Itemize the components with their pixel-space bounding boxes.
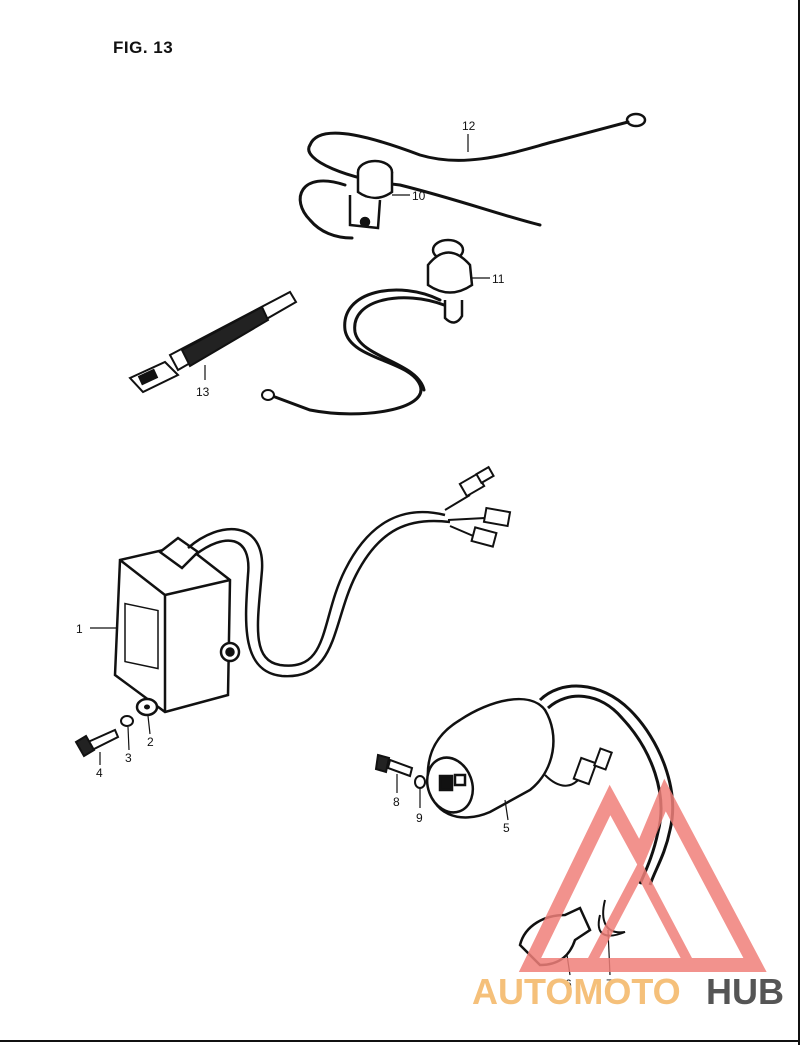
ring-terminal-11 — [261, 389, 275, 401]
watermark-text-automoto: AUTOMOTO — [472, 971, 681, 1012]
spring-clip-7 — [597, 899, 626, 937]
watermark-text-hub: HUB — [706, 971, 784, 1012]
frame-bottom-border — [0, 1040, 800, 1042]
wire-11 — [273, 288, 446, 416]
callout-10: 10 — [412, 189, 426, 203]
leader-3 — [127, 726, 130, 751]
callout-13: 13 — [196, 385, 210, 399]
callout-7: 7 — [606, 977, 613, 991]
cable-1 — [187, 510, 451, 678]
figure-title: FIG. 13 — [113, 38, 174, 57]
callout-1: 1 — [76, 622, 83, 636]
callout-9: 9 — [416, 811, 423, 825]
ring-terminal-12 — [625, 112, 647, 128]
callout-11: 11 — [492, 272, 505, 286]
callout-5: 5 — [503, 821, 510, 835]
control-unit-1 — [113, 536, 241, 714]
coil-wires-5 — [544, 747, 613, 787]
bolt-4 — [74, 728, 120, 758]
callout-12: 12 — [462, 119, 476, 133]
cable-tie-13 — [128, 290, 298, 394]
switch-10 — [348, 159, 394, 230]
callout-4: 4 — [96, 766, 103, 780]
callout-2: 2 — [147, 735, 154, 749]
callout-8: 8 — [393, 795, 400, 809]
leader-5 — [504, 799, 509, 821]
leader-2 — [147, 715, 151, 735]
ignition-coil-5 — [425, 697, 555, 819]
frame-right-border — [798, 0, 800, 1045]
washer-2 — [135, 697, 159, 717]
lock-washer-3 — [120, 715, 134, 727]
switch-11 — [426, 238, 474, 324]
callout-3: 3 — [125, 751, 132, 765]
connectors-1 — [444, 465, 512, 548]
bolt-8 — [374, 753, 414, 778]
wire-harness-12 — [298, 120, 630, 240]
watermark-logo-icon — [518, 778, 767, 972]
callout-6: 6 — [565, 977, 572, 991]
hightension-lead-5 — [538, 684, 675, 886]
washer-9 — [414, 775, 426, 789]
